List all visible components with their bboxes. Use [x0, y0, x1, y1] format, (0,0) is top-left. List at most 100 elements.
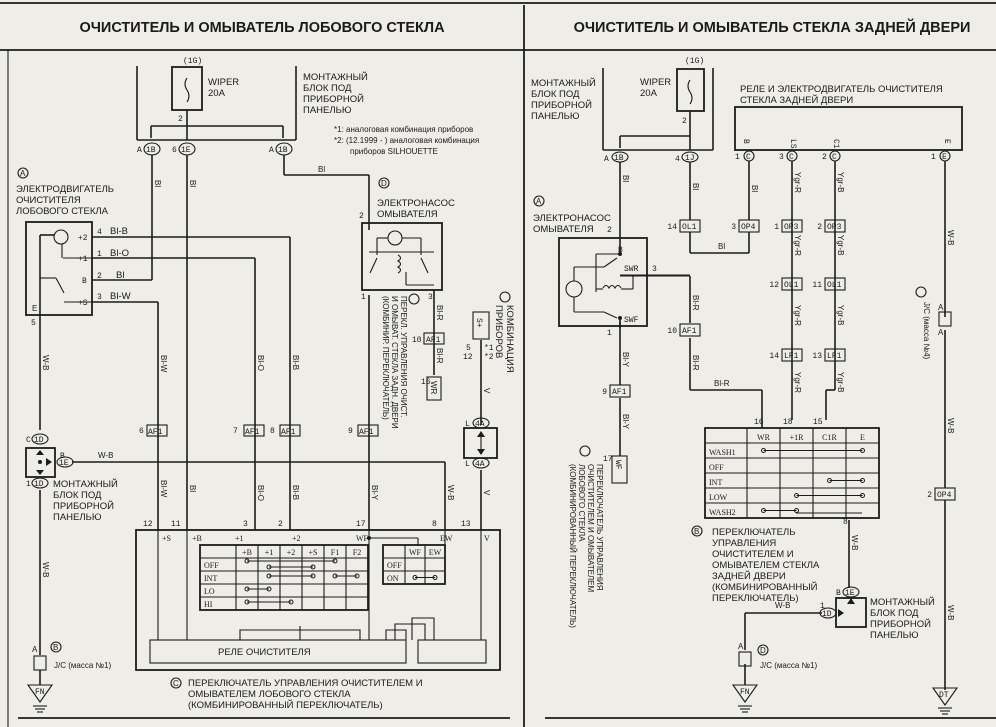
right-wires: Bl Bl Bl Bl Ygr-R Ygr-R Ygr-R Ygr-R Ygr-… — [619, 161, 955, 690]
svg-text:W-B: W-B — [41, 562, 50, 577]
svg-text:1: 1 — [361, 293, 366, 302]
washer-pump-left: D ЭЛЕКТРОНАСОС ОМЫВАТЕЛЯ 2 1 3 — [359, 177, 455, 302]
svg-text:A: A — [269, 146, 274, 155]
svg-text:+S: +S — [78, 299, 88, 308]
switch-contact — [244, 599, 250, 605]
jb-arrow-icon — [46, 458, 52, 466]
note-2-cont: приборов SILHOUETTE — [350, 147, 438, 156]
table-border — [382, 544, 446, 585]
svg-text:15: 15 — [813, 418, 823, 427]
svg-text:Bl-R: Bl-R — [435, 348, 444, 364]
washer-pump-right: A ЭЛЕКТРОНАСОС ОМЫВАТЕЛЯ 2 B SWR SWF 3 1 — [533, 195, 690, 338]
motor-icon — [53, 229, 69, 245]
svg-text:16: 16 — [754, 418, 764, 427]
svg-text:E: E — [32, 304, 37, 313]
svg-text:(КОМБИНИР. ПЕРЕКЛЮЧАТЕЛЬ): (КОМБИНИР. ПЕРЕКЛЮЧАТЕЛЬ) — [381, 296, 390, 420]
svg-text:Bl: Bl — [153, 180, 162, 187]
connector-box — [679, 323, 701, 337]
table-row-header: INT — [204, 574, 217, 583]
svg-text:Bl-W: Bl-W — [159, 480, 168, 498]
svg-text:Bl: Bl — [691, 183, 700, 190]
arrow-down-icon — [477, 449, 485, 455]
table-row-header: LOW — [709, 493, 728, 502]
table-row-header: HI — [204, 600, 213, 609]
table-row-header: ON — [387, 574, 399, 583]
table-row-header: OFF — [709, 463, 724, 472]
jb-arrow-icon — [36, 450, 44, 455]
connector-box — [738, 219, 760, 233]
svg-text:ЭЛЕКТРОНАСОС: ЭЛЕКТРОНАСОС — [377, 198, 455, 209]
svg-text:И ОМЫВАТ. СТЕКЛА ЗАДН. ДВЕРИ: И ОМЫВАТ. СТЕКЛА ЗАДН. ДВЕРИ — [390, 296, 399, 429]
switch-contact — [266, 573, 272, 579]
svg-text:AF1: AF1 — [281, 428, 296, 437]
connector-name: OL1 — [682, 223, 697, 232]
svg-text:8: 8 — [270, 427, 275, 436]
svg-text:ПЕРЕКЛЮЧАТЕЛЬ): ПЕРЕКЛЮЧАТЕЛЬ) — [712, 593, 799, 604]
svg-text:Bl-R: Bl-R — [691, 355, 700, 371]
svg-text:Ygr-R: Ygr-R — [793, 372, 802, 393]
jb-label-line: МОНТАЖНЫЙ — [303, 71, 368, 83]
svg-text:7: 7 — [233, 427, 238, 436]
ground-icon — [26, 684, 54, 703]
svg-text:18: 18 — [783, 418, 793, 427]
svg-text:6: 6 — [172, 146, 177, 155]
swr-switch-icon — [603, 257, 618, 268]
svg-text:ПЕРЕКЛ. УПРАВЛЕНИЯ ОЧИСТ.: ПЕРЕКЛ. УПРАВЛЕНИЯ ОЧИСТ. — [399, 296, 408, 417]
svg-text:+1: +1 — [235, 534, 244, 543]
svg-text:1: 1 — [931, 153, 936, 162]
table-border — [199, 544, 369, 611]
svg-text:2: 2 — [607, 226, 612, 235]
svg-text:LS: LS — [788, 139, 797, 149]
svg-text:1E: 1E — [845, 589, 855, 598]
svg-text:W-B: W-B — [446, 485, 455, 500]
table-col-header: EW — [429, 548, 442, 557]
connector: 6 1E — [172, 142, 196, 156]
table-col-header: +1 — [265, 548, 274, 557]
svg-text:ОЧИСТИТЕЛЯ: ОЧИСТИТЕЛЯ — [16, 195, 81, 206]
af1-connectors: 6 AF1 7 AF1 8 AF1 9 AF1 — [139, 424, 379, 437]
svg-text:SWR: SWR — [624, 265, 639, 274]
svg-text:Bl-B: Bl-B — [291, 485, 300, 500]
ground-icon — [731, 684, 759, 703]
svg-text:16: 16 — [421, 378, 431, 387]
table-row-header: INT — [709, 478, 722, 487]
switch-contact — [860, 478, 865, 483]
svg-text:8: 8 — [432, 520, 437, 529]
washer-relay-box — [417, 639, 487, 664]
svg-text:ПЕРЕКЛЮЧАТЕЛЬ: ПЕРЕКЛЮЧАТЕЛЬ — [712, 527, 795, 538]
table-row-header: OFF — [204, 561, 219, 570]
connector-pin: 2 — [817, 223, 822, 232]
wiper-fuse — [171, 66, 203, 111]
svg-text:2: 2 — [359, 212, 364, 221]
jb-arrow-icon — [36, 470, 44, 475]
svg-text:Bl-R: Bl-R — [714, 379, 730, 388]
svg-text:J/C (масса №4): J/C (масса №4) — [922, 302, 931, 360]
af1-connector: 9 AF1 — [348, 424, 379, 437]
relay-coil-icon — [396, 254, 402, 274]
svg-text:A: A — [604, 155, 609, 164]
svg-text:Bl-R: Bl-R — [435, 305, 444, 321]
svg-text:Bl-Y: Bl-Y — [621, 352, 630, 368]
left-fuse-block: (1G) WIPER 20A 2 МОНТАЖНЫЙ БЛОК ПОД ПРИБ… — [136, 57, 479, 156]
svg-text:B: B — [694, 527, 699, 536]
svg-text:1B: 1B — [614, 154, 624, 163]
svg-text:Ygr-B: Ygr-B — [836, 305, 845, 325]
connector-pin: 12 — [769, 281, 779, 290]
connector-box — [824, 348, 846, 362]
wr-connector: 10 AF1 16 WR — [412, 332, 445, 401]
svg-text:AF1: AF1 — [359, 428, 374, 437]
switch-contact — [761, 448, 766, 453]
svg-text:Bl-Y: Bl-Y — [621, 414, 630, 430]
connector-name: OL1 — [827, 281, 842, 290]
svg-text:FN: FN — [740, 688, 750, 697]
right-title: ОЧИСТИТЕЛЬ И ОМЫВАТЕЛЬ СТЕКЛА ЗАДНЕЙ ДВЕ… — [574, 18, 971, 36]
switch-contact — [827, 478, 832, 483]
svg-text:W-B: W-B — [41, 355, 50, 370]
svg-text:Bl: Bl — [116, 270, 124, 281]
